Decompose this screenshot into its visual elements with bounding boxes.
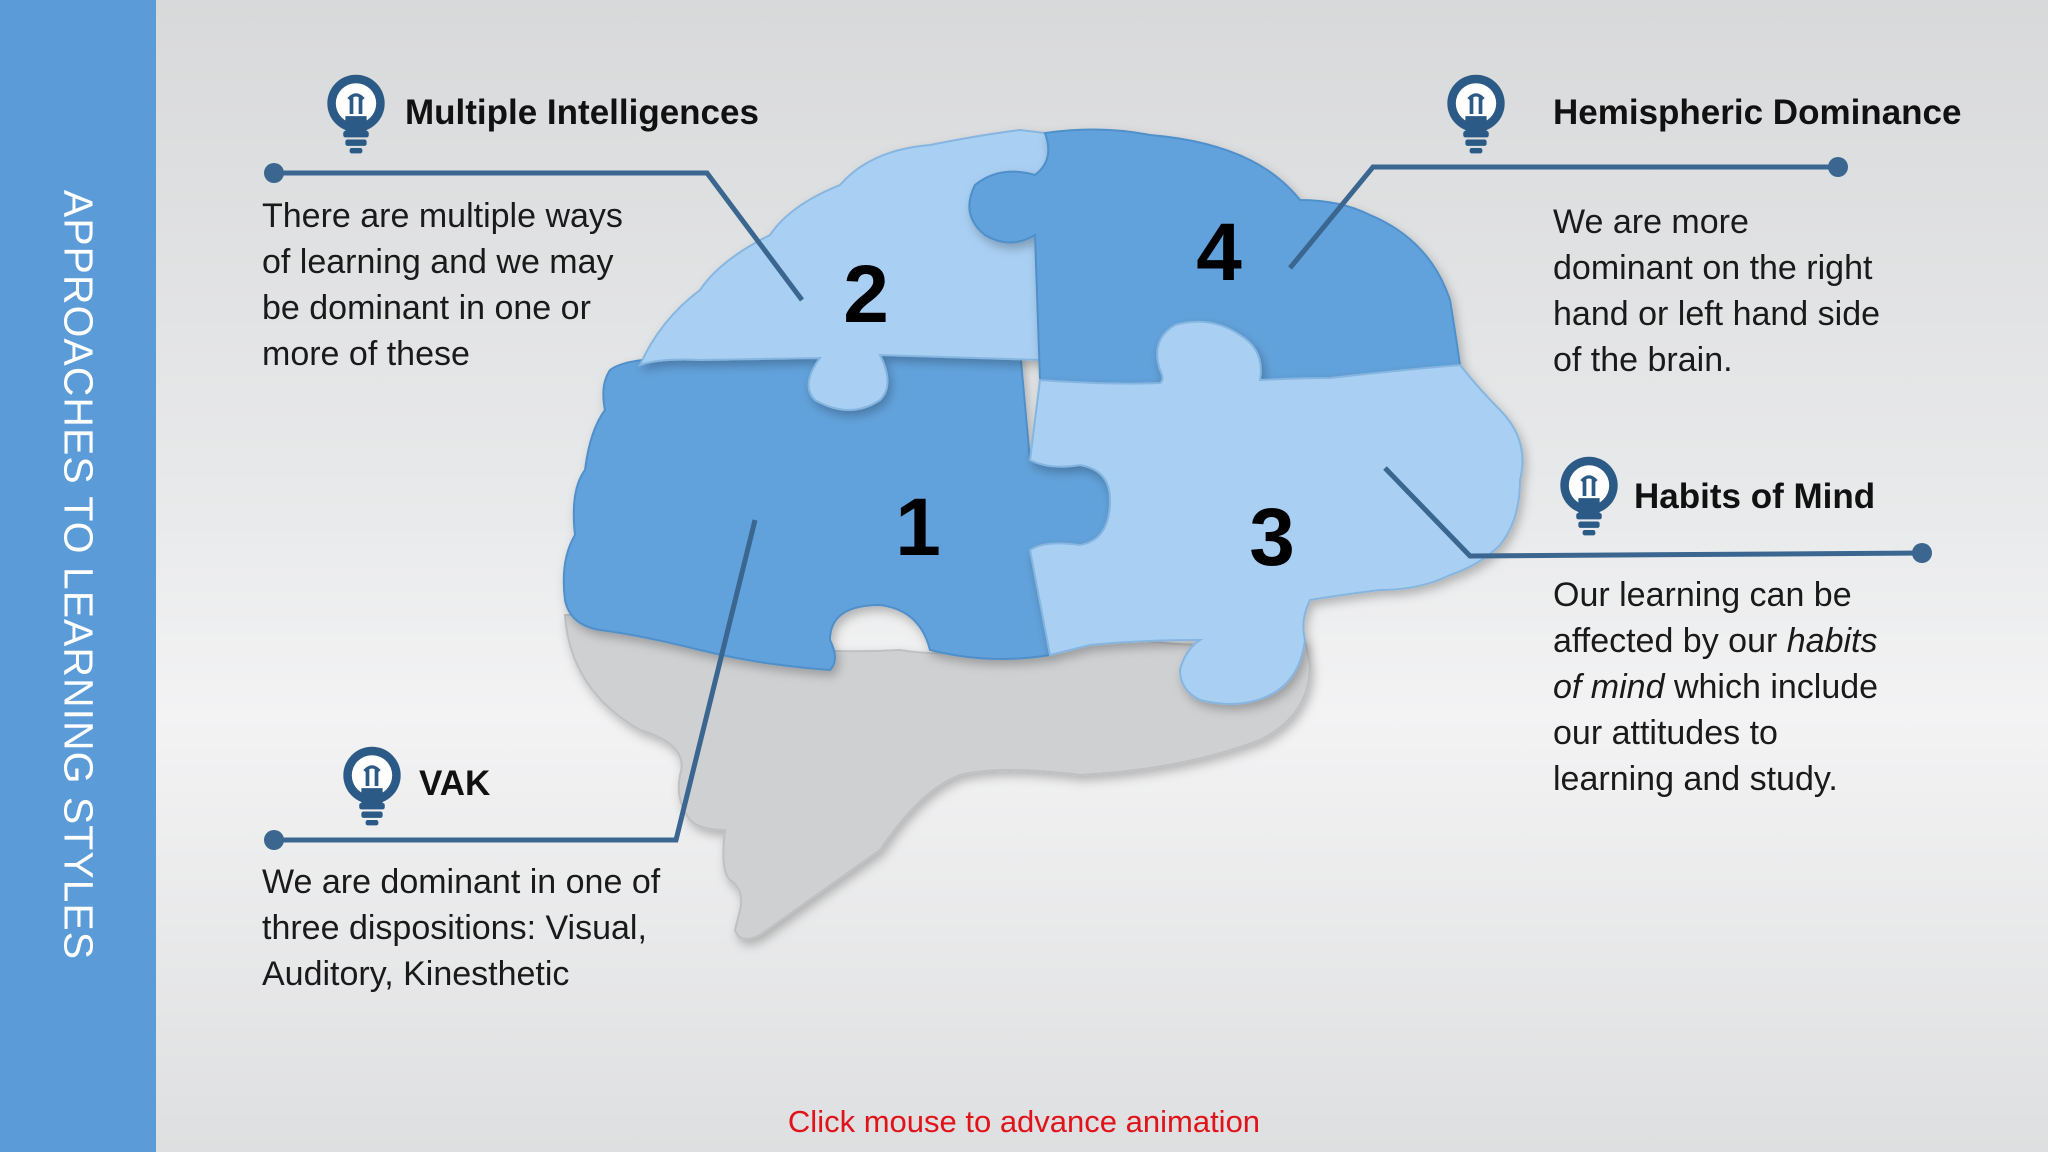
habits-of-mind-title: Habits of Mind [1634,477,1876,516]
hemispheric-dominance-text: We are more dominant on the right hand o… [1553,199,1880,383]
emphasis-text: of mind [1553,668,1665,706]
text-line: learning and study. [1553,760,1838,798]
sidebar-bar: APPROACHES TO LEARNING STYLES [0,0,156,1152]
piece-number-1: 1 [895,482,941,573]
connector-hemispheric-dominance [1288,164,1838,270]
text-line: There are multiple ways [262,197,623,235]
text-line: three dispositions: Visual, [262,909,647,947]
lightbulb-icon [325,73,387,155]
text-line: be dominant in one or [262,289,591,327]
multiple-intelligences-text: There are multiple ways of learning and … [262,193,623,377]
lightbulb-icon [1558,455,1620,537]
text-span: affected by our [1553,622,1787,660]
connector-multiple-intelligences [274,170,805,302]
text-line: affected by our habits [1553,618,1878,664]
text-line: dominant on the right [1553,249,1873,287]
piece-number-4: 4 [1196,207,1242,298]
habits-of-mind-text: Our learning can be affected by our habi… [1553,572,1878,802]
connector-dot [1828,157,1848,177]
puzzle-piece-3 [1028,320,1524,705]
emphasis-text: habits [1786,622,1878,660]
hemispheric-dominance-title: Hemispheric Dominance [1553,93,1962,132]
text-line: Our learning can be [1553,576,1852,614]
connector-dot [264,830,284,850]
connector-habits-of-mind [1383,466,1923,559]
text-line: of the brain. [1553,341,1733,379]
connector-vak [274,519,758,843]
text-line: our attitudes to [1553,714,1778,752]
text-span: which include [1664,668,1879,706]
text-line: We are dominant in one of [262,863,661,901]
text-line: We are more [1553,203,1749,241]
multiple-intelligences-title: Multiple Intelligences [405,93,759,132]
piece-number-2: 2 [843,249,889,340]
text-line: Auditory, Kinesthetic [262,955,570,993]
advance-animation-note: Click mouse to advance animation [787,1104,1261,1139]
lightbulb-icon [1445,73,1507,155]
text-line: of mind which include [1553,664,1878,710]
text-line: hand or left hand side [1553,295,1881,333]
text-line: of learning and we may [262,243,614,281]
text-line: more of these [262,335,470,373]
connector-dot [264,163,284,183]
piece-number-3: 3 [1249,492,1295,583]
connector-dot [1912,543,1932,563]
lightbulb-icon [341,745,403,827]
vak-title: VAK [419,764,491,803]
vak-text: We are dominant in one of three disposit… [262,859,660,997]
